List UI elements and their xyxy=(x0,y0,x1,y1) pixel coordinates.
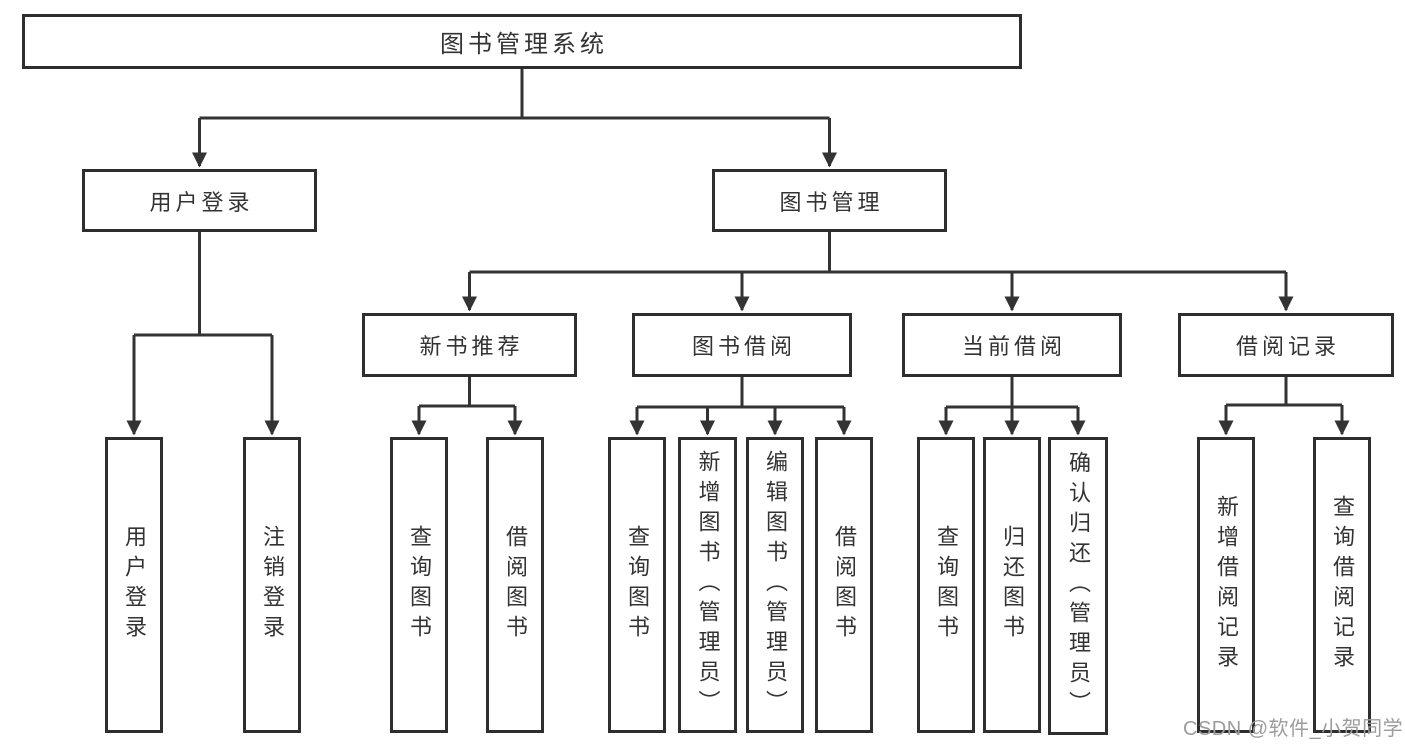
node-book-borrowing: 图书借阅 xyxy=(632,313,852,377)
node-label: 注销登录 xyxy=(260,525,285,645)
leaf-query-books-borrowing: 查询图书 xyxy=(608,437,666,733)
node-book-management: 图书管理 xyxy=(712,169,947,232)
node-label: 用户登录 xyxy=(149,189,254,215)
leaf-query-books-current: 查询图书 xyxy=(917,437,975,733)
watermark: CSDN @软件_小贺同学 xyxy=(1183,718,1404,740)
leaf-borrow-books-recommend: 借阅图书 xyxy=(486,437,544,733)
node-new-book-recommend: 新书推荐 xyxy=(362,313,577,377)
node-label: 查询图书 xyxy=(625,525,650,645)
leaf-query-borrow-record: 查询借阅记录 xyxy=(1313,437,1371,733)
node-label: 图书管理 xyxy=(779,189,884,215)
leaf-user-login: 用户登录 xyxy=(105,437,163,733)
leaf-borrow-books: 借阅图书 xyxy=(815,437,873,733)
node-label: 新增借阅记录 xyxy=(1214,495,1239,675)
leaf-edit-book-admin: 编辑图书（管理员） xyxy=(746,437,804,733)
node-label: 用户登录 xyxy=(122,525,147,645)
leaf-logout: 注销登录 xyxy=(243,437,301,733)
leaf-query-books-recommend: 查询图书 xyxy=(390,437,448,733)
node-user-login: 用户登录 xyxy=(82,169,317,232)
leaf-add-book-admin: 新增图书（管理员） xyxy=(678,437,737,733)
node-label: 查询图书 xyxy=(934,525,959,645)
node-borrow-records: 借阅记录 xyxy=(1178,313,1394,377)
node-label: 当前借阅 xyxy=(961,334,1066,359)
node-system-root: 图书管理系统 xyxy=(22,14,1022,69)
node-label: 图书管理系统 xyxy=(440,31,608,58)
node-label: 编辑图书（管理员） xyxy=(763,450,788,720)
node-label: 借阅图书 xyxy=(503,525,528,645)
node-label: 查询借阅记录 xyxy=(1330,495,1355,675)
node-current-borrowing: 当前借阅 xyxy=(902,313,1122,377)
node-label: 查询图书 xyxy=(407,525,432,645)
connector-arrows xyxy=(126,118,1350,436)
node-label: 归还图书 xyxy=(1000,525,1025,645)
leaf-add-borrow-record: 新增借阅记录 xyxy=(1197,437,1255,733)
node-label: 新书推荐 xyxy=(419,334,524,359)
node-label: 确认归还（管理员） xyxy=(1066,451,1091,721)
node-label: 图书借阅 xyxy=(691,334,796,359)
node-label: 新增图书（管理员） xyxy=(695,450,721,720)
leaf-return-books: 归还图书 xyxy=(983,437,1041,733)
node-label: 借阅记录 xyxy=(1235,334,1340,359)
node-label: 借阅图书 xyxy=(832,525,857,645)
leaf-confirm-return-admin: 确认归还（管理员） xyxy=(1048,437,1108,735)
